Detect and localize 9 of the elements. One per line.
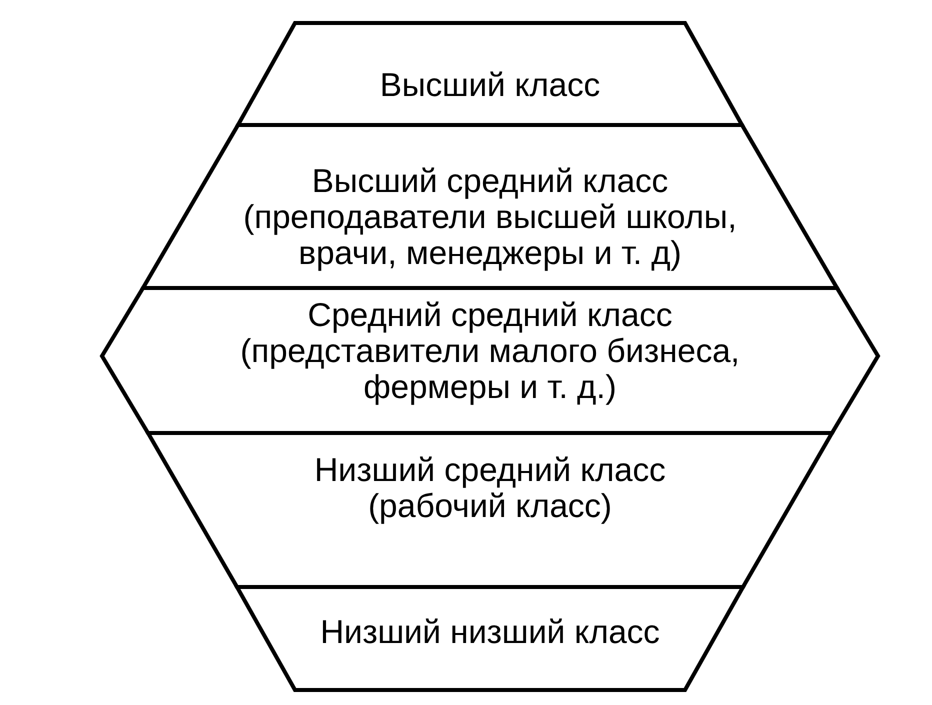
class-title: Низший средний класс — [314, 452, 666, 488]
class-band — [234, 584, 746, 693]
class-title: Средний средний класс — [308, 297, 672, 333]
class-title: Высший средний класс — [312, 163, 668, 199]
class-description: (преподаватели высшей школы, врачи, менеджеры и т. д) — [242, 199, 738, 271]
class-description: (рабочий класс) — [368, 488, 612, 524]
class-description: (представители малого бизнеса, фермеры и т. д.) — [239, 333, 741, 405]
class-title: Низший низший класс — [320, 614, 660, 650]
class-title: Высший класс — [380, 67, 600, 103]
